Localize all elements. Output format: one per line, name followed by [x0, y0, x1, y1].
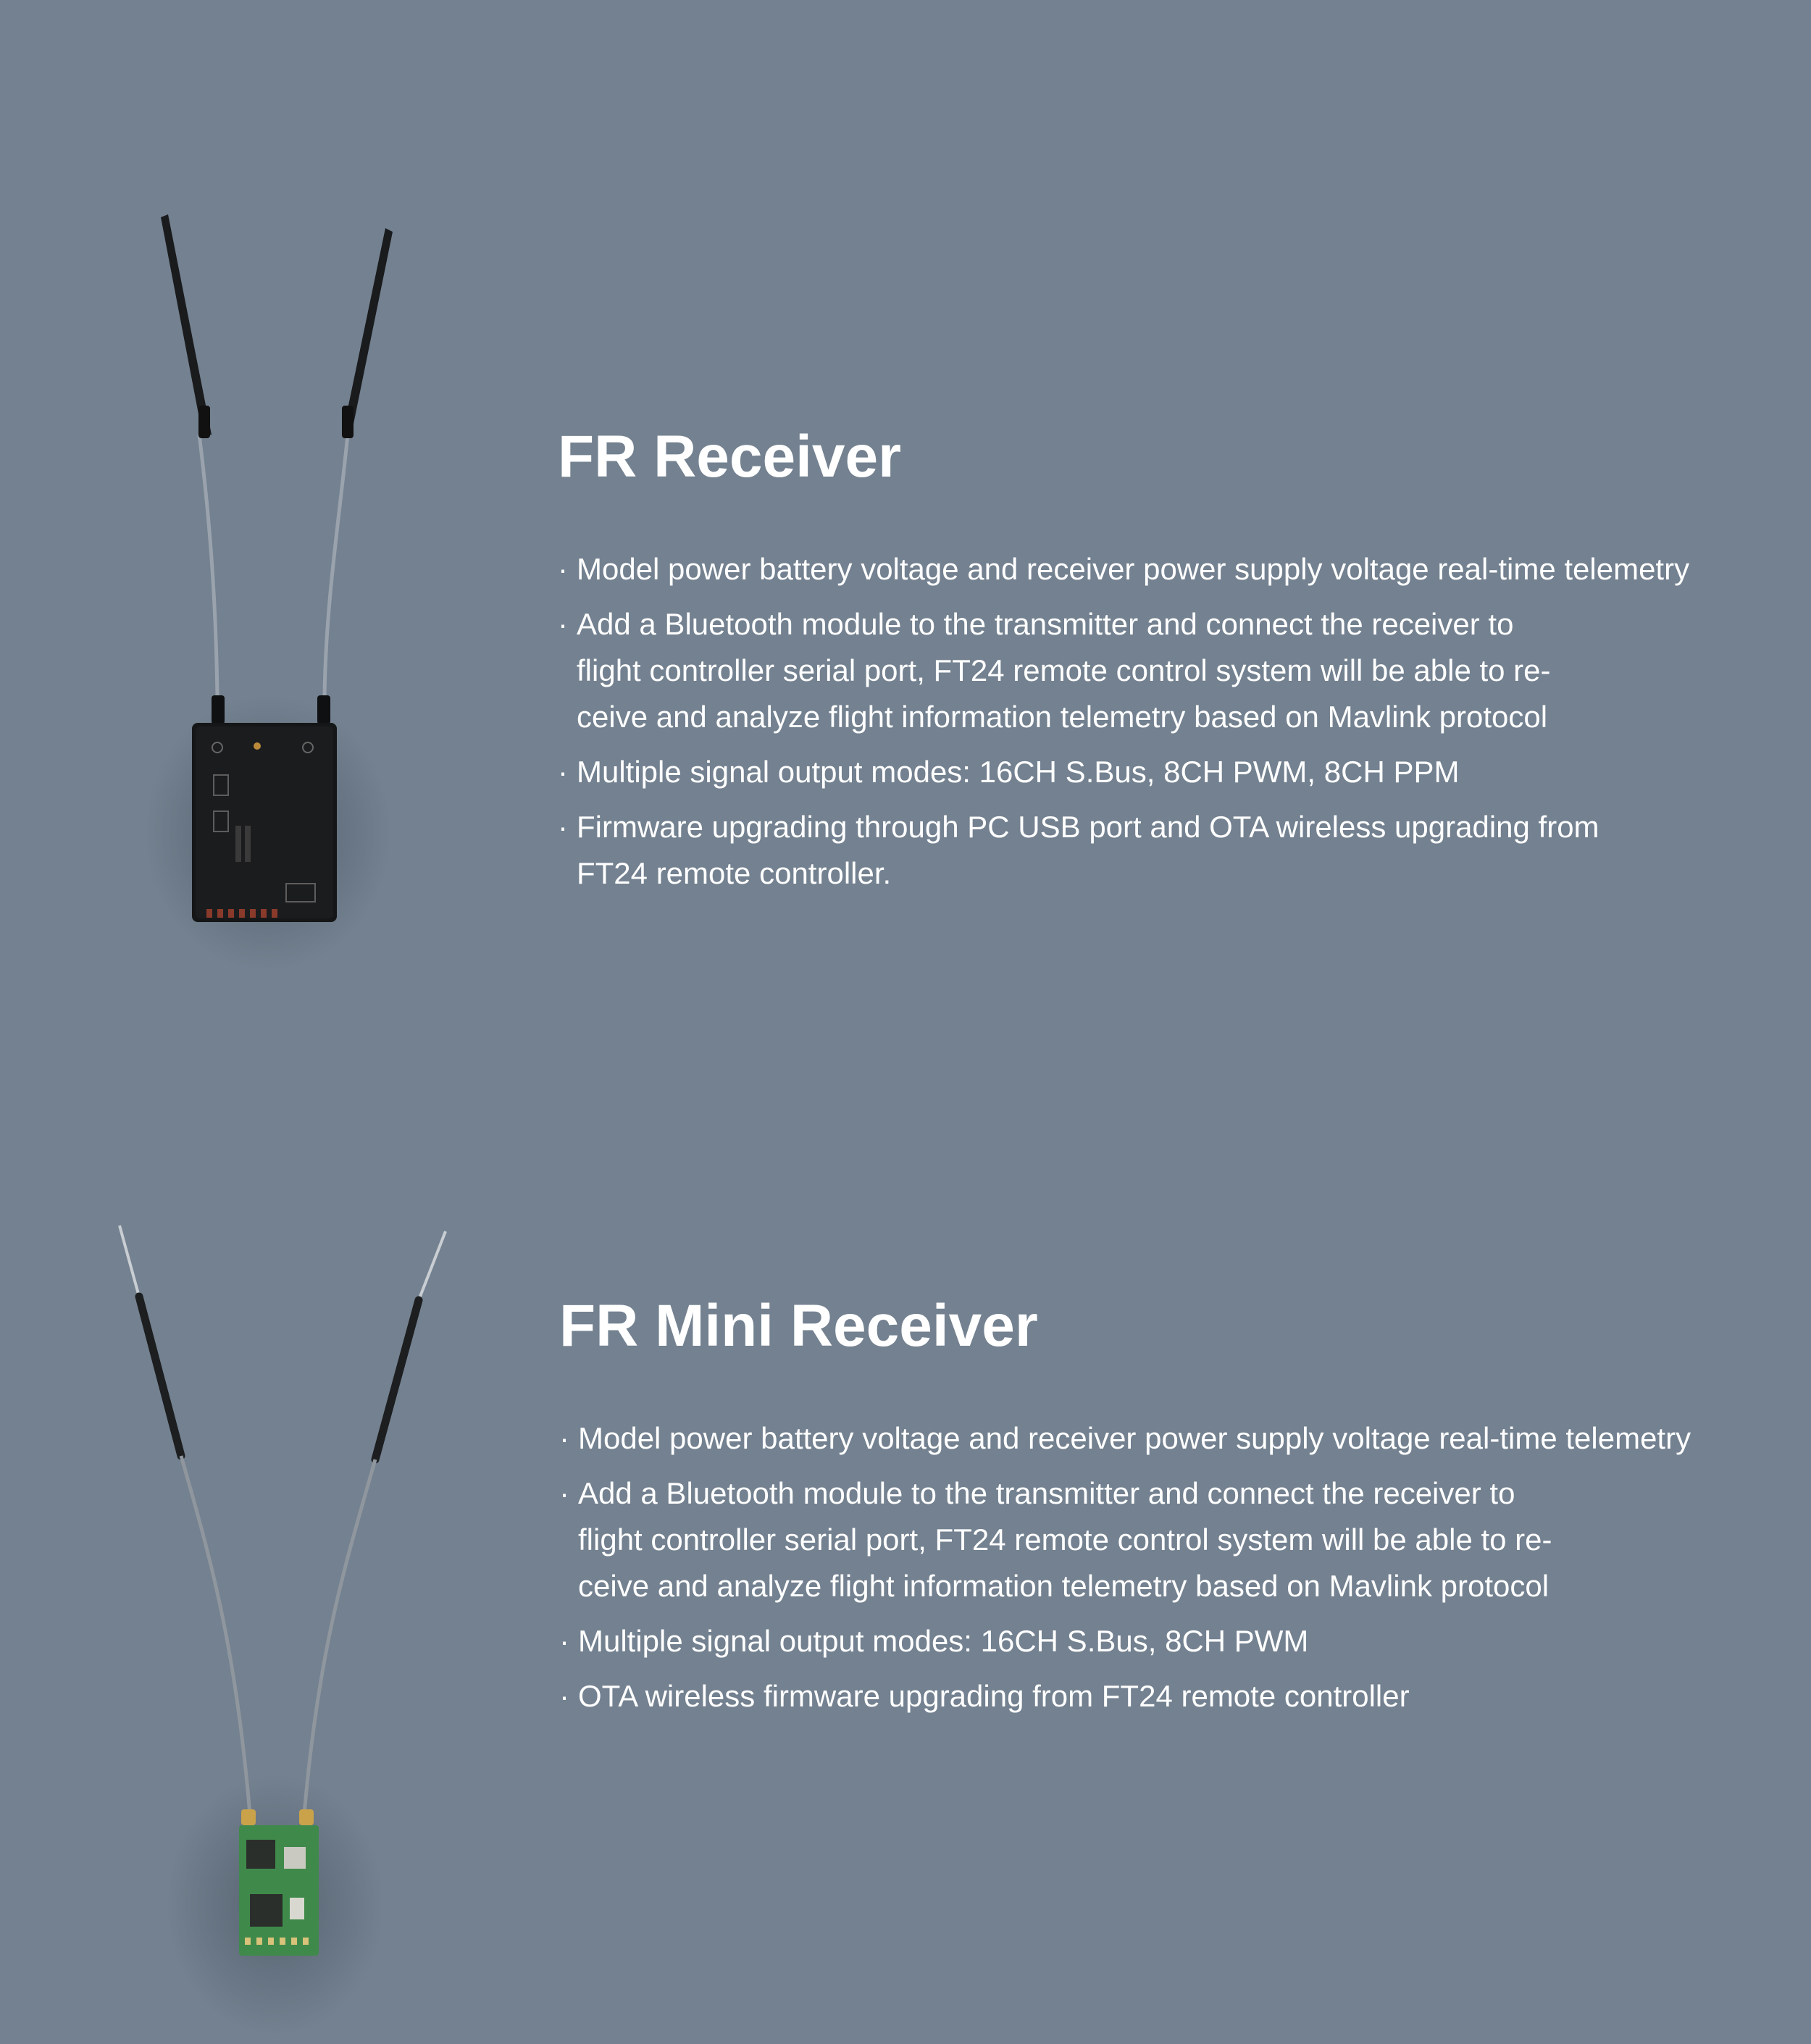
- feature-item: · Model power battery voltage and receive…: [559, 1415, 1791, 1462]
- product-title: FR Receiver: [558, 424, 902, 490]
- feature-text: Multiple signal output modes: 16CH S.Bus…: [577, 755, 1460, 789]
- fr-receiver-image: [109, 196, 413, 985]
- feature-text: Model power battery voltage and receiver…: [577, 552, 1690, 586]
- bullet: ·: [558, 755, 568, 789]
- bullet: ·: [559, 1421, 569, 1455]
- product-fr-receiver: FR Receiver · Model power battery voltage…: [0, 0, 1811, 1014]
- feature-text: Add a Bluetooth module to the transmitte…: [578, 1476, 1552, 1603]
- feature-text: OTA wireless firmware upgrading from FT2…: [578, 1679, 1410, 1713]
- bullet: ·: [558, 810, 568, 844]
- feature-list: · Model power battery voltage and receive…: [559, 1415, 1791, 1720]
- product-title: FR Mini Receiver: [559, 1293, 1038, 1359]
- fr-receiver-text: FR Receiver · Model power battery voltage…: [558, 427, 1789, 905]
- feature-list: · Model power battery voltage and receive…: [558, 546, 1789, 897]
- feature-item: · Multiple signal output modes: 16CH S.Bu…: [558, 749, 1789, 795]
- bullet: ·: [558, 607, 568, 641]
- fr-mini-receiver-text: FR Mini Receiver ·Model power battery vo…: [559, 1297, 1791, 1728]
- bullet: ·: [559, 1624, 569, 1658]
- fr-receiver-illustration: [145, 214, 393, 971]
- fr-mini-receiver-image: [94, 1210, 471, 2043]
- feature-text: Multiple signal output modes: 16CH S.Bus…: [578, 1624, 1309, 1658]
- feature-text: Model power battery voltage and receiver…: [578, 1421, 1691, 1455]
- bullet: ·: [559, 1476, 569, 1510]
- product-fr-mini-receiver: FR Mini Receiver · Model power battery vo…: [0, 1014, 1811, 2044]
- feature-item: · Model power battery voltage and receive…: [558, 546, 1789, 592]
- bullet: ·: [558, 552, 568, 586]
- fr-mini-receiver-illustration: [118, 1225, 447, 2035]
- bullet: ·: [559, 1679, 569, 1713]
- feature-item: · Add a Bluetooth module to the transmitt…: [558, 601, 1789, 740]
- feature-text: Firmware upgrading through PC USB port a…: [577, 810, 1599, 890]
- feature-item: · Multiple signal output modes: 16CH S.Bu…: [559, 1618, 1791, 1664]
- feature-item: · Add a Bluetooth module to the transmitt…: [559, 1470, 1791, 1609]
- feature-text: Add a Bluetooth module to the transmitte…: [577, 607, 1551, 734]
- feature-item: · Firmware upgrading through PC USB port …: [558, 804, 1789, 897]
- feature-item: · OTA wireless firmware upgrading from FT…: [559, 1673, 1791, 1720]
